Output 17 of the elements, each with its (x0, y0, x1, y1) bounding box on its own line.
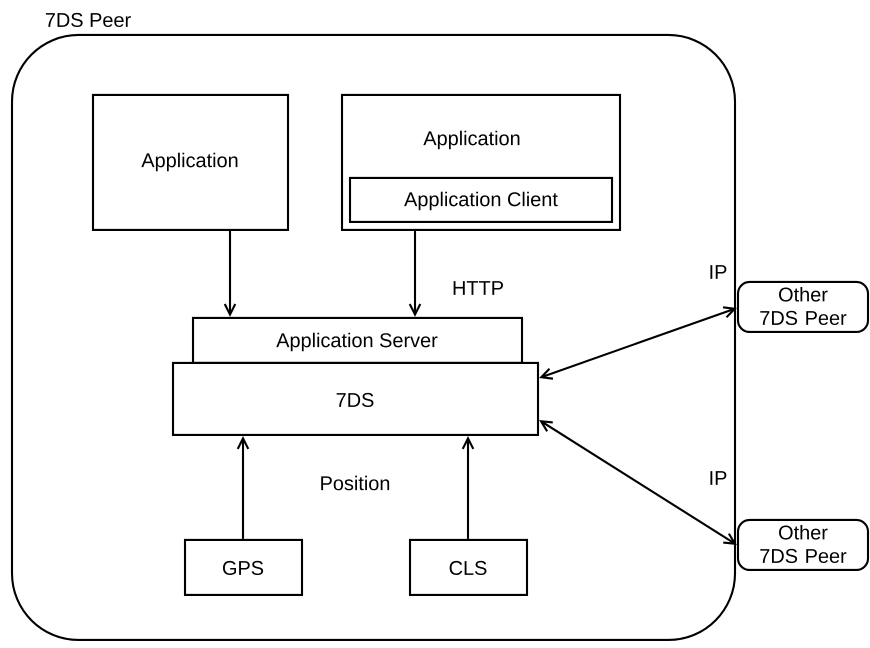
arrow (462, 436, 474, 539)
arrow (224, 231, 236, 317)
peer-box: Other 7DS Peer (736, 518, 870, 572)
label: Position (321, 476, 390, 490)
arrow (539, 420, 737, 545)
client-box: Application Client (348, 176, 614, 224)
peer-box: Other 7DS Peer (736, 280, 870, 334)
arrow (539, 306, 737, 380)
node-label: 7DS Peer (46, 12, 131, 28)
arrow (408, 231, 422, 317)
application-box: Application (92, 94, 290, 232)
core-box: 7DS (172, 362, 540, 436)
edge-label: HTTP (450, 280, 506, 296)
sensor-box: CLS (408, 538, 528, 596)
sensor-box: GPS (184, 538, 304, 596)
server-box: Application Server (192, 316, 524, 364)
arrow (236, 436, 250, 539)
